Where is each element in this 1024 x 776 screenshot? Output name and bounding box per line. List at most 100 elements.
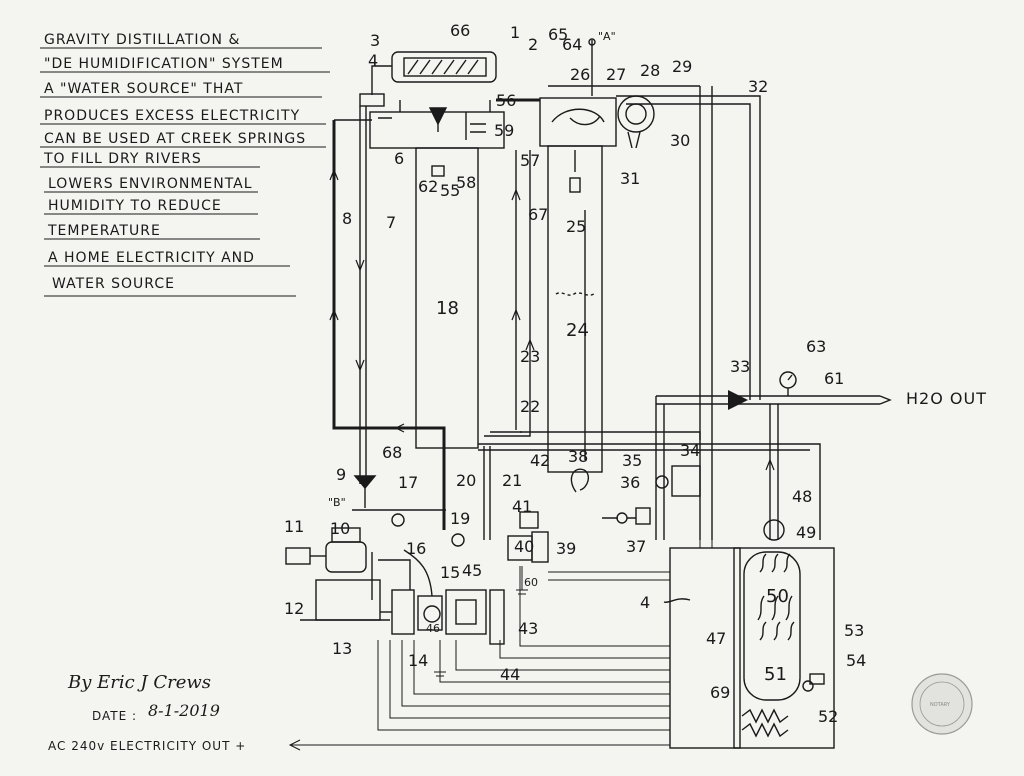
ref-13: 13 (332, 639, 352, 658)
ref-57: 57 (520, 151, 540, 170)
title-line-7: LOWERS ENVIRONMENTAL (48, 176, 253, 192)
ref-32: 32 (748, 77, 768, 96)
ref-26: 26 (570, 65, 590, 84)
notary-stamp: NOTARY (911, 673, 973, 735)
ref-40: 40 (514, 537, 534, 556)
evaporation-chamber (359, 93, 505, 449)
title-line-3: A "WATER SOURCE" THAT (44, 81, 243, 97)
ref-12: 12 (284, 599, 304, 618)
title-line-6: TO FILL DRY RIVERS (43, 151, 202, 167)
ref-50: 50 (766, 586, 789, 607)
condensing-chamber (539, 38, 655, 493)
ref-69: 69 (710, 683, 730, 702)
electricity-out-label: AC 240v ELECTRICITY OUT + (48, 739, 246, 753)
ref-7: 7 (386, 213, 396, 232)
ref-47: 47 (706, 629, 726, 648)
ref-53: 53 (844, 621, 864, 640)
ref-60: 60 (524, 576, 538, 589)
ref-16: 16 (406, 539, 426, 558)
title-line-11: WATER SOURCE (52, 276, 175, 292)
ref-41: 41 (512, 497, 532, 516)
date-label: DATE : (92, 709, 137, 723)
ref-14: 14 (408, 651, 428, 670)
ref-19: 19 (450, 509, 470, 528)
compressor-assembly (285, 475, 505, 645)
ref-49: 49 (796, 523, 816, 542)
ref-8: 8 (342, 209, 352, 228)
ref-2: 2 (528, 35, 538, 54)
control-units (451, 465, 701, 563)
ref-42: 42 (530, 451, 550, 470)
ref-59: 59 (494, 121, 514, 140)
ref-15: 15 (440, 563, 460, 582)
ref-6: 6 (394, 149, 404, 168)
title-line-10: A HOME ELECTRICITY AND (48, 250, 255, 266)
pressure-gauge (779, 371, 797, 396)
electrical-wiring (288, 520, 713, 751)
ref-4: 4 (368, 51, 378, 70)
boiler-system (663, 519, 835, 749)
ref-44: 44 (500, 665, 520, 684)
ref-34: 34 (680, 441, 700, 460)
title-line-5: CAN BE USED AT CREEK SPRINGS (44, 131, 306, 147)
ref-56: 56 (496, 91, 516, 110)
ref-1: 1 (510, 23, 520, 42)
signature: By Eric J Crews (67, 672, 211, 693)
solar-collector (371, 51, 497, 95)
ref-31: 31 (620, 169, 640, 188)
ref-55: 55 (440, 181, 460, 200)
ref-63: 63 (806, 337, 826, 356)
title-block: GRAVITY DISTILLATION & "DE HUMIDIFICATIO… (40, 32, 330, 297)
ref-67: 67 (528, 205, 548, 224)
ref-24: 24 (566, 320, 589, 341)
ref-23: 23 (520, 347, 540, 366)
ref-58: 58 (456, 173, 476, 192)
ref-17: 17 (398, 473, 418, 492)
ref-33: 33 (730, 357, 750, 376)
ref-48: 48 (792, 487, 812, 506)
check-valve (728, 390, 748, 410)
ref-11: 11 (284, 517, 304, 536)
reference-numbers: 1 2 3 4 4 6 7 8 9 10 11 12 13 14 15 16 1… (284, 21, 866, 726)
piping-network (332, 85, 892, 540)
title-line-2: "DE HUMIDIFICATION" SYSTEM (44, 56, 284, 72)
ref-3: 3 (370, 31, 380, 50)
ref-4b: 4 (640, 593, 650, 612)
title-line-8: HUMIDITY TO REDUCE (48, 198, 222, 214)
title-line-9: TEMPERATURE (47, 223, 161, 239)
ref-68: 68 (382, 443, 402, 462)
ref-10: 10 (330, 519, 350, 538)
ref-64: 64 (562, 35, 582, 54)
point-b-label: "B" (328, 496, 346, 509)
point-a-label: "A" (598, 30, 616, 43)
ref-43: 43 (518, 619, 538, 638)
title-line-4: PRODUCES EXCESS ELECTRICITY (44, 108, 300, 124)
ref-35: 35 (622, 451, 642, 470)
ref-38: 38 (568, 447, 588, 466)
ref-39: 39 (556, 539, 576, 558)
ref-46: 46 (426, 622, 440, 635)
flow-arrows (329, 168, 775, 471)
ref-22: 22 (520, 397, 540, 416)
ref-9: 9 (336, 465, 346, 484)
ref-20: 20 (456, 471, 476, 490)
ref-21: 21 (502, 471, 522, 490)
ref-29: 29 (672, 57, 692, 76)
signature-block: By Eric J Crews DATE : 8-1-2019 (67, 672, 220, 723)
ref-25: 25 (566, 217, 586, 236)
ref-51: 51 (764, 664, 787, 685)
title-line-1: GRAVITY DISTILLATION & (44, 32, 240, 48)
ref-66: 66 (450, 21, 470, 40)
ref-45: 45 (462, 561, 482, 580)
signature-date: 8-1-2019 (148, 701, 220, 720)
ref-37: 37 (626, 537, 646, 556)
ref-28: 28 (640, 61, 660, 80)
ref-36: 36 (620, 473, 640, 492)
ref-52: 52 (818, 707, 838, 726)
ref-27: 27 (606, 65, 626, 84)
ref-62: 62 (418, 177, 438, 196)
water-out-label: H2O OUT (906, 389, 987, 408)
ref-30: 30 (670, 131, 690, 150)
